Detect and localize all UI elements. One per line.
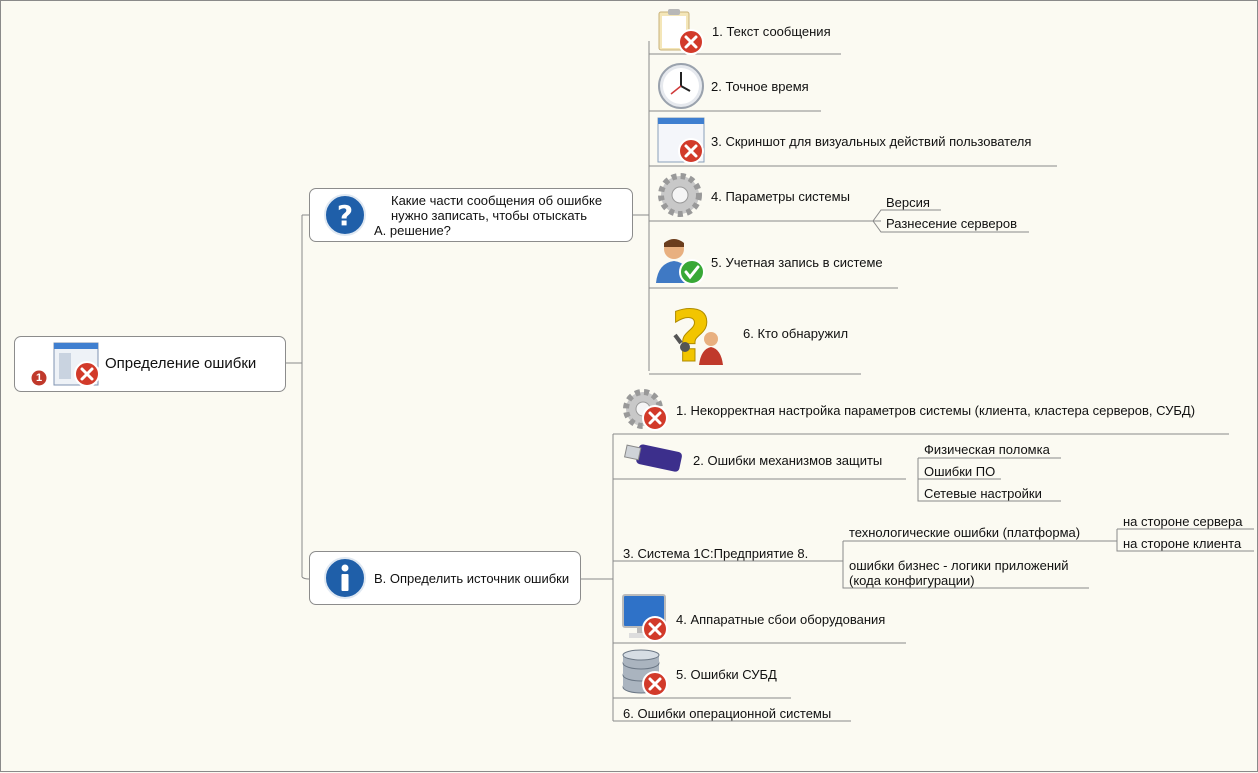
a-item-1-label: 1. Текст сообщения bbox=[712, 24, 831, 39]
b-item-3-label: 3. Система 1С:Предприятие 8. bbox=[623, 546, 809, 561]
b-item-2-label: 2. Ошибки механизмов защиты bbox=[693, 453, 883, 468]
a-item-4-label: 4. Параметры системы bbox=[711, 189, 850, 204]
branch-a-label-line3: A. решение? bbox=[374, 223, 451, 238]
priority-badge bbox=[31, 370, 47, 386]
b-item-5-label: 5. Ошибки СУБД bbox=[676, 667, 777, 682]
error-x-icon bbox=[642, 405, 668, 431]
a-item-3-label: 3. Скриншот для визуальных действий поль… bbox=[711, 134, 1032, 149]
b-item-3-child-1-sub-1: на стороне сервера bbox=[1123, 514, 1243, 529]
root-label: Определение ошибки bbox=[105, 355, 257, 372]
b-item-1-label: 1. Некорректная настройка параметров сис… bbox=[676, 403, 1196, 418]
b-item-3-child-2-line1: ошибки бизнес - логики приложений bbox=[849, 558, 1069, 573]
b-item-6-label: 6. Ошибки операционной системы bbox=[623, 706, 832, 721]
a-item-6-label: 6. Кто обнаружил bbox=[743, 326, 849, 341]
branch-b-label: B. Определить источник ошибки bbox=[374, 571, 570, 586]
info-icon bbox=[323, 557, 367, 599]
b-item-2-child-3: Сетевые настройки bbox=[924, 486, 1042, 501]
priority-badge-label: 1 bbox=[35, 372, 43, 384]
b-item-4-label: 4. Аппаратные сбои оборудования bbox=[676, 612, 886, 627]
error-x-icon bbox=[678, 29, 704, 55]
a-item-5-label: 5. Учетная запись в системе bbox=[711, 255, 883, 270]
error-x-icon bbox=[74, 361, 100, 387]
check-icon bbox=[679, 259, 705, 285]
branch-a-label-line2: нужно записать, чтобы отыскать bbox=[391, 208, 588, 223]
branch-a-label-line1: Какие части сообщения об ошибке bbox=[391, 193, 603, 208]
a-item-2-label: 2. Точное время bbox=[711, 79, 809, 94]
b-item-3-child-2-line2: (кода конфигурации) bbox=[849, 573, 975, 588]
b-item-2-child-1: Физическая поломка bbox=[924, 442, 1050, 457]
error-x-icon bbox=[678, 138, 704, 164]
a-item-4-child-1: Версия bbox=[886, 195, 930, 210]
b-item-2-child-2: Ошибки ПО bbox=[924, 464, 996, 479]
question-person-icon: ? bbox=[667, 296, 725, 379]
b-item-3-child-1: технологические ошибки (платформа) bbox=[849, 525, 1081, 540]
svg-text:?: ? bbox=[337, 199, 353, 232]
error-x-icon bbox=[642, 616, 668, 642]
b-item-3-child-1-sub-2: на стороне клиента bbox=[1123, 536, 1242, 551]
usb-key-icon bbox=[623, 441, 685, 475]
a-item-4-child-2: Разнесение серверов bbox=[886, 216, 1018, 231]
question-icon: ? bbox=[323, 194, 367, 236]
gear-icon bbox=[656, 171, 704, 219]
error-x-icon bbox=[642, 671, 668, 697]
clock-icon bbox=[657, 63, 705, 109]
